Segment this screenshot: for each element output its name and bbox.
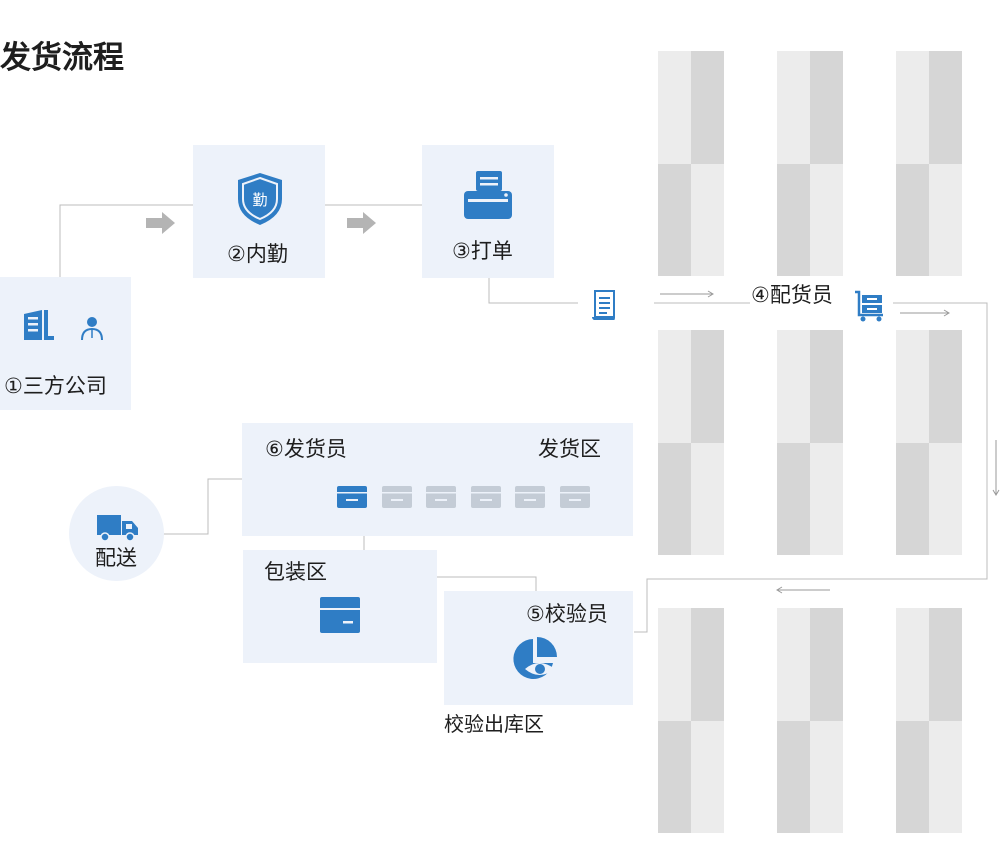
box-slot-icon <box>337 486 367 508</box>
print-node[interactable]: ③打单 <box>422 145 554 278</box>
box-slot-icon <box>515 486 546 508</box>
packing-area-label: 包装区 <box>264 560 327 584</box>
rack-0-0 <box>658 51 724 276</box>
flow-arrow-1 <box>146 212 175 234</box>
rack-1-2 <box>896 330 962 555</box>
office-label: ②内勤 <box>227 242 288 266</box>
flow-arrow-2 <box>347 212 376 234</box>
line-print-order <box>488 277 578 304</box>
cart-icon[interactable] <box>853 289 887 323</box>
checker-node[interactable]: ⑤校验员 <box>444 591 633 705</box>
third-party-node[interactable]: ①三方公司 <box>0 277 131 410</box>
delivery-node[interactable]: 配送 <box>69 486 164 581</box>
box-icon <box>320 597 360 633</box>
picker-label: ④配货员 <box>751 283 833 307</box>
building-person-icon <box>24 310 103 340</box>
page-title: 发货流程 <box>0 40 124 76</box>
box-slot-icon <box>381 486 412 508</box>
box-slot-icon <box>426 486 457 508</box>
third-party-label: ①三方公司 <box>4 374 107 398</box>
rack-0-1 <box>777 51 843 276</box>
line-picker-checker <box>634 302 988 633</box>
rack-1-0 <box>658 330 724 555</box>
rack-0-2 <box>896 51 962 276</box>
shield-icon: 勤 <box>238 173 282 225</box>
shield-badge-text: 勤 <box>252 191 267 209</box>
rack-2-0 <box>658 608 724 833</box>
printer-icon <box>464 171 512 219</box>
line-shipping-delivery <box>163 478 242 535</box>
rack-2-1 <box>777 608 843 833</box>
box-slot-icon <box>560 486 590 508</box>
shipping-area-label: 发货区 <box>538 437 601 461</box>
line-company-office <box>59 204 193 277</box>
shipping-slots <box>336 485 596 509</box>
line-checker-packing <box>437 576 537 592</box>
packing-area-node[interactable]: 包装区 <box>243 550 437 663</box>
check-area-label: 校验出库区 <box>444 712 544 736</box>
truck-icon <box>97 515 138 542</box>
eye-pie-icon <box>513 637 557 679</box>
shipper-label: ⑥发货员 <box>265 437 347 461</box>
shipping-area-node[interactable]: ⑥发货员 发货区 <box>242 423 633 536</box>
delivery-label: 配送 <box>95 546 137 570</box>
order-slip-icon <box>592 290 615 320</box>
print-label: ③打单 <box>452 239 513 263</box>
office-node[interactable]: 勤 ②内勤 <box>193 145 325 278</box>
rack-1-1 <box>777 330 843 555</box>
rack-2-2 <box>896 608 962 833</box>
checker-label: ⑤校验员 <box>526 602 608 626</box>
box-slot-icon <box>470 486 501 508</box>
